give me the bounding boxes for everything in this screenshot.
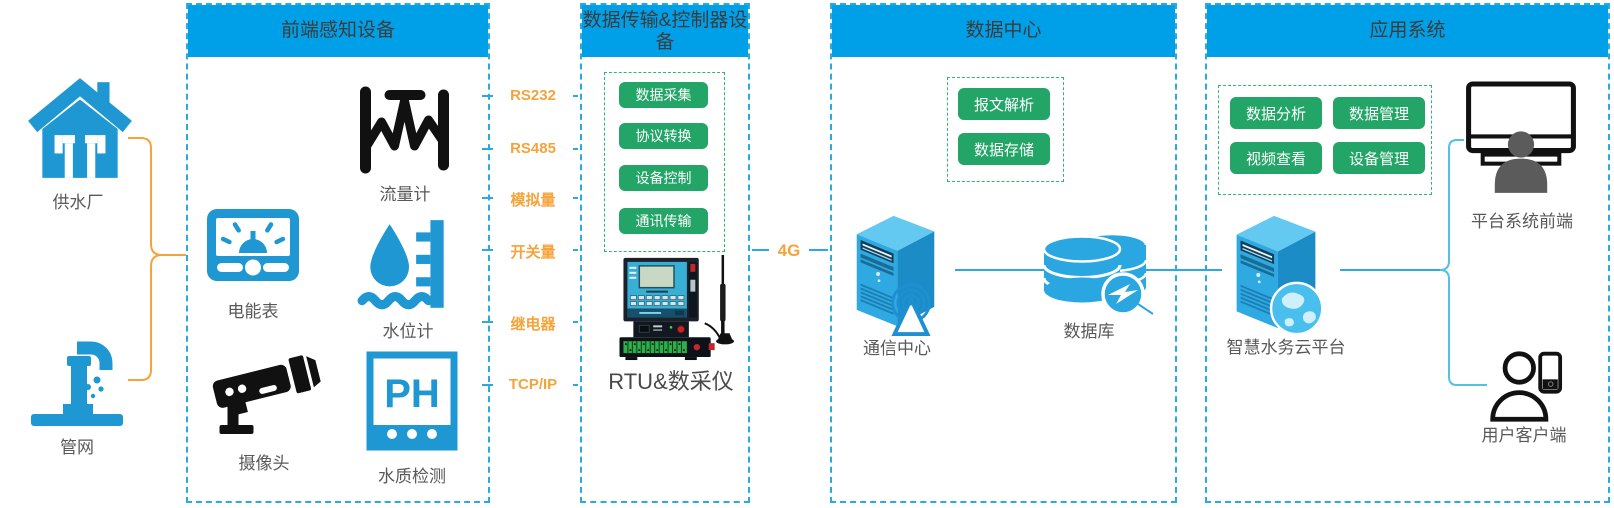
link-relay: 继电器	[493, 312, 573, 335]
pipe-network-label: 管网	[60, 438, 94, 457]
comm-center-server-icon	[856, 215, 935, 336]
fn-data-store: 数据存储	[958, 133, 1050, 165]
application-split-brace	[1439, 139, 1487, 386]
link-tcpip: TCP/IP	[493, 375, 573, 394]
camera-label: 摄像头	[238, 454, 290, 473]
transmission-functions-box	[604, 72, 725, 252]
water-level-meter-label: 水位计	[382, 322, 434, 341]
water-quality-ph-icon: PH	[366, 351, 458, 451]
flow-meter-icon	[360, 86, 449, 174]
fn-data-analysis: 数据分析	[1230, 97, 1322, 129]
water-plant-label: 供水厂	[52, 193, 104, 212]
section-datacenter: 数据中心	[830, 3, 1177, 503]
user-client-icon	[1490, 351, 1563, 422]
application-functions-box	[1218, 85, 1432, 195]
water-quality-label: 水质检测	[378, 467, 446, 486]
rtu-device-label: RTU&数采仪	[608, 369, 734, 394]
energy-meter-label: 电能表	[227, 302, 279, 321]
fn-device-mgmt: 设备管理	[1333, 142, 1425, 174]
flow-meter-label: 流量计	[379, 185, 431, 204]
energy-meter-icon	[207, 209, 299, 281]
platform-frontend-monitor-icon	[1466, 81, 1576, 193]
database-label: 数据库	[1063, 322, 1115, 341]
platform-frontend-label: 平台系统前端	[1471, 212, 1573, 231]
section-application: 应用系统	[1205, 3, 1610, 503]
ph-text: PH	[384, 372, 440, 416]
rtu-device-photo	[619, 254, 734, 361]
section-transmission-title: 数据传输&控制器设备	[582, 5, 748, 57]
fn-video-view: 视频查看	[1230, 142, 1322, 174]
fn-device-control: 设备控制	[619, 165, 708, 191]
fn-data-mgmt: 数据管理	[1333, 97, 1425, 129]
water-level-meter-icon	[357, 220, 444, 310]
fn-data-collect: 数据采集	[619, 82, 708, 108]
section-frontend-title: 前端感知设备	[188, 5, 488, 57]
database-icon	[1042, 232, 1154, 316]
water-plant-house-icon	[28, 78, 132, 178]
fn-message-parse: 报文解析	[958, 88, 1050, 120]
comm-center-label: 通信中心	[863, 339, 931, 358]
section-application-title: 应用系统	[1207, 5, 1608, 57]
link-analog: 模拟量	[493, 188, 573, 211]
orange-source-bracket	[128, 137, 186, 381]
fn-protocol-convert: 协议转换	[619, 123, 708, 149]
datacenter-functions-box	[947, 77, 1064, 182]
user-client-label: 用户客户端	[1481, 426, 1567, 445]
cloud-platform-label: 智慧水务云平台	[1226, 338, 1346, 357]
cloud-platform-server-icon	[1236, 215, 1324, 336]
link-rs232: RS232	[493, 86, 573, 105]
pipe-network-icon	[31, 341, 123, 426]
link-digital: 开关量	[493, 240, 573, 263]
camera-icon	[212, 355, 321, 434]
section-datacenter-title: 数据中心	[832, 5, 1175, 57]
link-rs485: RS485	[493, 139, 573, 158]
link-4g: 4G	[769, 240, 809, 262]
fn-comm-transfer: 通讯传输	[619, 208, 708, 234]
